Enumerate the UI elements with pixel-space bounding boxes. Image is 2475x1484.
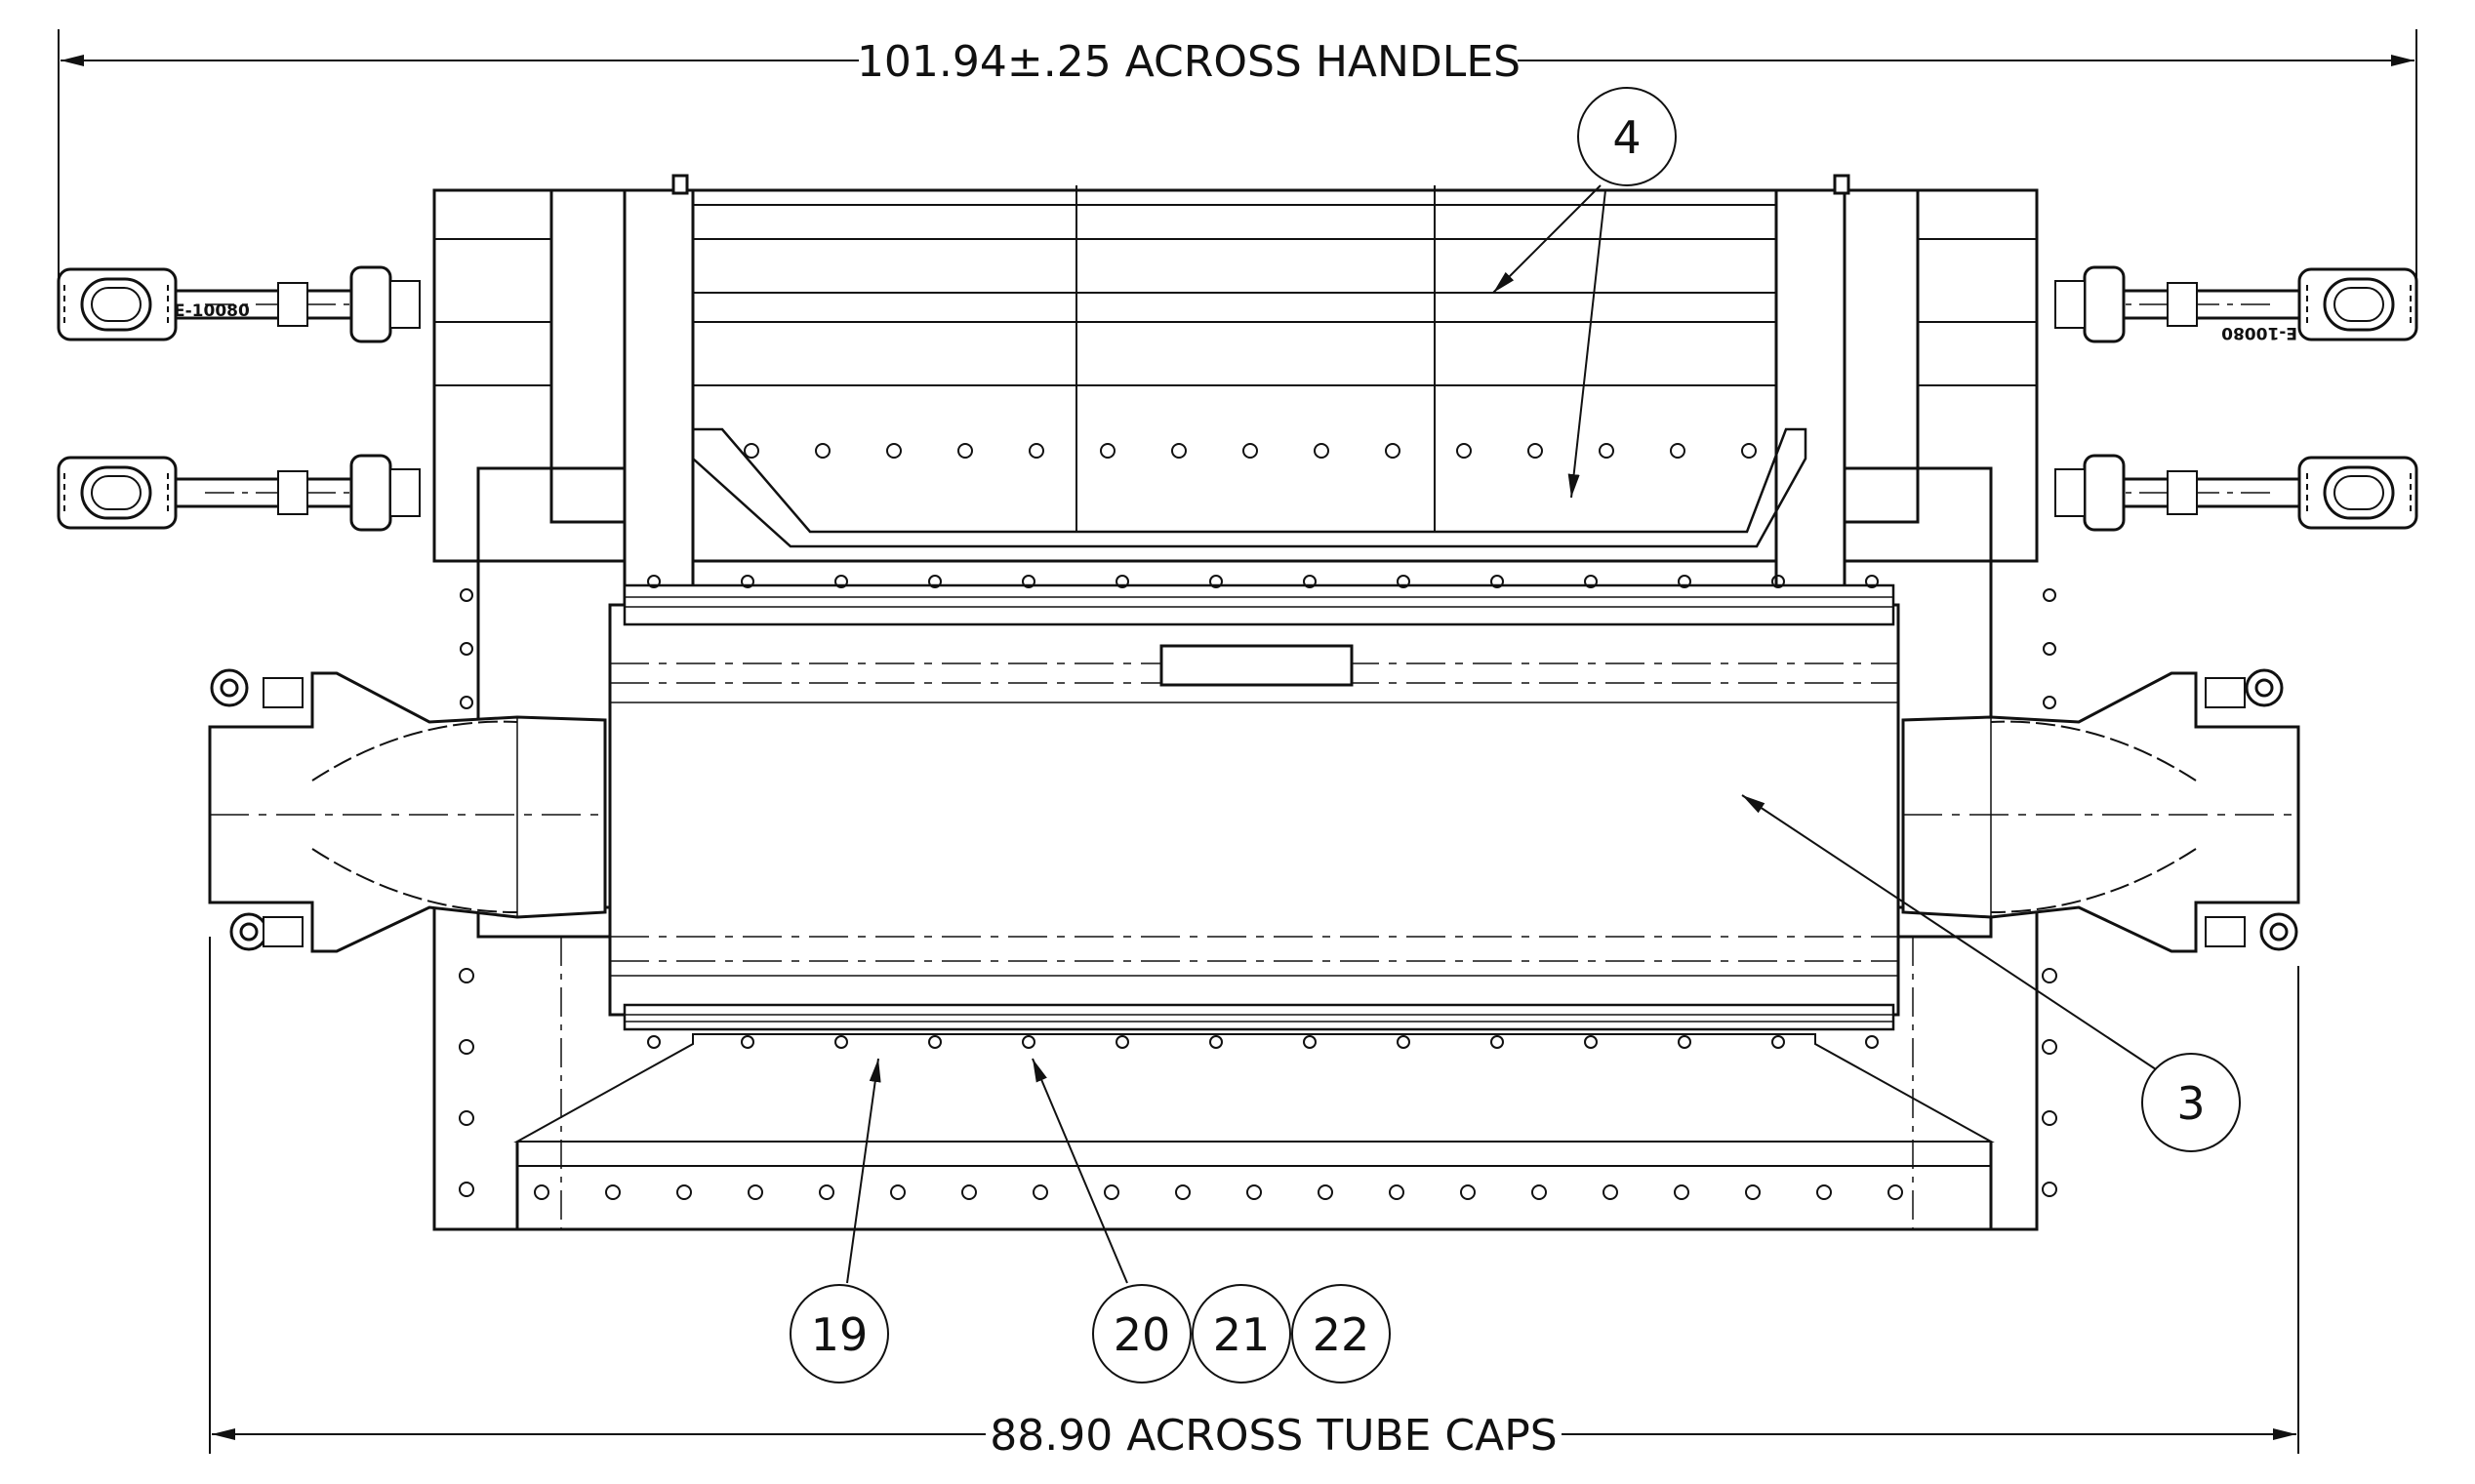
balloon-3: 3 <box>1741 794 2241 1152</box>
hole <box>2042 1182 2057 1197</box>
hole <box>1022 575 1035 588</box>
hole <box>890 1184 906 1200</box>
hole <box>1460 1184 1476 1200</box>
hole <box>1242 443 1258 459</box>
svg-text:20: 20 <box>1114 1308 1171 1361</box>
svg-text:4: 4 <box>1612 111 1641 164</box>
svg-text:22: 22 <box>1313 1308 1370 1361</box>
hole <box>1175 1184 1191 1200</box>
hole <box>1022 1035 1035 1049</box>
hole <box>1246 1184 1262 1200</box>
hole <box>2042 1039 2057 1055</box>
hole <box>744 443 759 459</box>
hole <box>459 1039 474 1055</box>
hole <box>1674 1184 1689 1200</box>
hole <box>1303 1035 1317 1049</box>
hole <box>1603 1184 1618 1200</box>
hole <box>534 1184 549 1200</box>
hole <box>459 1182 474 1197</box>
hole <box>1678 575 1691 588</box>
hole <box>1104 1184 1119 1200</box>
balloon-20: 20 <box>1032 1058 1192 1384</box>
hole <box>1385 443 1400 459</box>
hole <box>1116 575 1129 588</box>
balloon-4: 4 <box>1492 87 1677 499</box>
hole <box>1116 1035 1129 1049</box>
svg-text:19: 19 <box>811 1308 869 1361</box>
hole <box>1318 1184 1333 1200</box>
hole <box>1599 443 1614 459</box>
balloon-19: 19 <box>790 1058 889 1384</box>
hole <box>1741 443 1757 459</box>
hole <box>1887 1184 1903 1200</box>
hole <box>1314 443 1329 459</box>
hole <box>2042 1110 2057 1126</box>
part-stamp-right: E-10080 <box>2221 323 2297 342</box>
hole <box>1029 443 1044 459</box>
balloon-22: 22 <box>1291 1284 1391 1384</box>
hole <box>1209 575 1223 588</box>
hole <box>834 1035 848 1049</box>
hole <box>1584 1035 1598 1049</box>
dimension-across-tube-caps-label: 88.90 ACROSS TUBE CAPS <box>990 1411 1557 1461</box>
hole <box>886 443 902 459</box>
hole <box>647 575 661 588</box>
hole <box>1678 1035 1691 1049</box>
hole <box>1865 1035 1879 1049</box>
hole <box>1816 1184 1832 1200</box>
hole <box>1584 575 1598 588</box>
balloon-21: 21 <box>1192 1284 1291 1384</box>
dimension-across-handles-label: 101.94±.25 ACROSS HANDLES <box>857 37 1521 87</box>
hole <box>1531 1184 1547 1200</box>
hole <box>741 575 754 588</box>
svg-text:21: 21 <box>1213 1308 1271 1361</box>
hole <box>1771 575 1785 588</box>
hole <box>1456 443 1472 459</box>
hole <box>1397 1035 1410 1049</box>
hole <box>1527 443 1543 459</box>
hole <box>748 1184 763 1200</box>
hole <box>815 443 831 459</box>
hole <box>460 696 473 709</box>
hole <box>741 1035 754 1049</box>
hole <box>928 575 942 588</box>
dimension-across-tube-caps: 88.90 ACROSS TUBE CAPS <box>209 937 2299 1461</box>
hole <box>2043 642 2056 656</box>
hole <box>1771 1035 1785 1049</box>
hole <box>1209 1035 1223 1049</box>
hole <box>460 588 473 602</box>
hole <box>1100 443 1116 459</box>
hole <box>834 575 848 588</box>
hole <box>2043 588 2056 602</box>
hole <box>1490 575 1504 588</box>
hole <box>1171 443 1187 459</box>
svg-text:3: 3 <box>2176 1077 2205 1130</box>
hole <box>2043 696 2056 709</box>
frame-assembly <box>57 174 2418 1231</box>
hole <box>676 1184 692 1200</box>
hole <box>459 968 474 983</box>
hole <box>1033 1184 1048 1200</box>
hole <box>647 1035 661 1049</box>
dimension-across-handles: 101.94±.25 ACROSS HANDLES <box>58 29 2417 283</box>
hole <box>2042 968 2057 983</box>
hole <box>1397 575 1410 588</box>
hole <box>1865 575 1879 588</box>
hole <box>459 1110 474 1126</box>
hole <box>460 642 473 656</box>
hole <box>928 1035 942 1049</box>
hole <box>1303 575 1317 588</box>
hole <box>961 1184 977 1200</box>
hole <box>819 1184 834 1200</box>
hole <box>957 443 973 459</box>
hole <box>605 1184 621 1200</box>
hole <box>1670 443 1685 459</box>
part-stamp-left: E-10080 <box>174 301 250 321</box>
hole <box>1490 1035 1504 1049</box>
hole <box>1389 1184 1404 1200</box>
hole <box>1745 1184 1761 1200</box>
